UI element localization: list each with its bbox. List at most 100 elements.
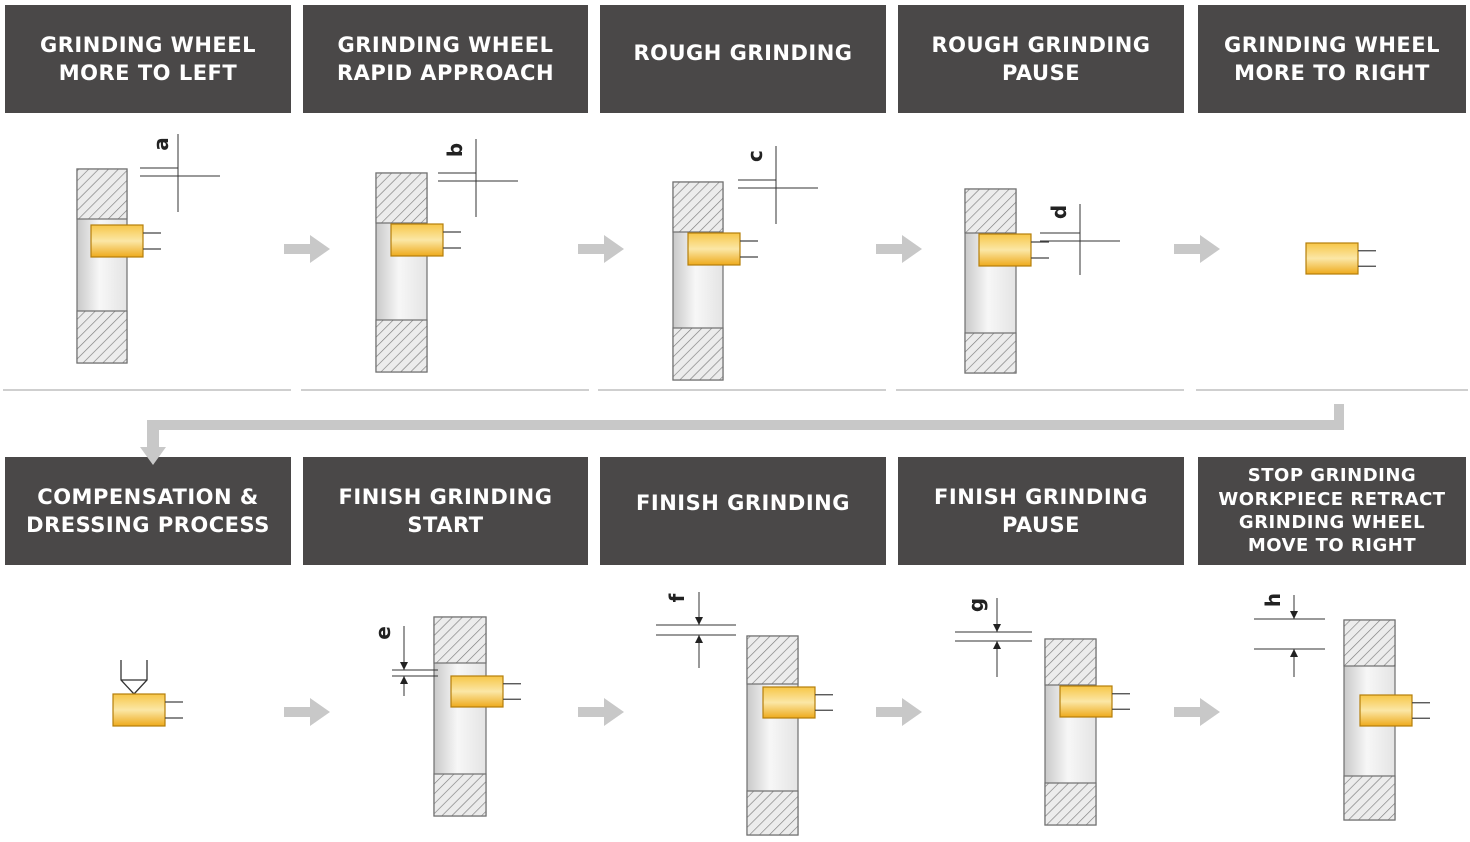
workpiece	[978, 233, 1049, 267]
flow-return-arrow-icon	[140, 404, 1344, 465]
dimension-label: g	[964, 598, 988, 612]
wheel-hatch-top	[375, 172, 428, 224]
wheel-hatch-bottom	[1044, 782, 1097, 826]
wheel-hatch-bottom	[375, 319, 428, 373]
wheel-hatch-bottom	[964, 332, 1017, 374]
step-header-line: RAPID APPROACH	[336, 61, 555, 85]
workpiece	[90, 224, 161, 258]
step-header-line: DRESSING PROCESS	[26, 513, 270, 537]
workpiece	[1059, 685, 1130, 718]
wheel-hatch-bottom	[76, 310, 128, 364]
step-header-line: START	[407, 513, 484, 537]
dimension-label: e	[371, 626, 395, 640]
dimension-label: a	[149, 137, 173, 151]
dimension-label: b	[443, 143, 467, 157]
step-header-5: GRINDING WHEEL MORE TO RIGHT	[1198, 5, 1466, 113]
grinding-wheel	[375, 172, 428, 373]
workpiece-body	[112, 693, 166, 727]
step-header-line: MORE TO RIGHT	[1234, 61, 1430, 85]
workpiece-body	[1305, 242, 1359, 275]
wheel-hatch-bottom	[433, 773, 487, 817]
row-separator	[896, 389, 1184, 391]
wheel-hatch-top	[672, 181, 724, 233]
right-arrow-icon	[876, 235, 922, 263]
right-arrow-icon	[578, 235, 624, 263]
grinding-wheel	[964, 188, 1017, 374]
step-header-line: ROUGH GRINDING	[633, 41, 853, 65]
workpiece	[450, 675, 521, 708]
right-arrow-icon	[578, 698, 624, 726]
dimension-arrowhead	[400, 662, 408, 670]
workpiece-body	[390, 223, 444, 257]
workpiece-body	[450, 675, 504, 708]
step-header-line: FINISH GRINDING	[338, 484, 553, 509]
dimension-arrowhead	[993, 641, 1001, 649]
step-header-1: GRINDING WHEEL MORE TO LEFT	[5, 5, 291, 113]
dimension-label: d	[1047, 205, 1071, 219]
right-arrow-icon	[1174, 698, 1220, 726]
right-arrow-icon	[1174, 235, 1220, 263]
step-header-line: FINISH GRINDING	[934, 484, 1148, 509]
right-arrow-icon	[284, 698, 330, 726]
step-header-line: GRINDING WHEEL	[40, 32, 256, 57]
dimension-arrowhead	[1290, 611, 1298, 619]
grinding-wheel	[1044, 638, 1097, 826]
row-separator	[301, 389, 589, 391]
workpiece	[112, 693, 183, 727]
dimension-label: c	[743, 150, 767, 162]
wheel-hatch-top	[1343, 619, 1396, 667]
right-arrow-icon	[284, 235, 330, 263]
step-header-line: MOVE TO RIGHT	[1247, 535, 1417, 557]
wheel-hatch-bottom	[746, 790, 799, 836]
dimension-label: h	[1261, 593, 1285, 607]
step-header-line: MORE TO LEFT	[58, 61, 238, 85]
grinding-wheel	[746, 635, 799, 836]
dimension-label: f	[665, 593, 689, 602]
workpiece-body	[687, 232, 741, 266]
step-header-line: GRINDING WHEEL	[337, 32, 554, 57]
dimension-arrowhead	[993, 624, 1001, 632]
step-header-line: FINISH GRINDING	[636, 491, 850, 515]
workpiece	[762, 686, 833, 719]
step-header-8: FINISH GRINDING	[600, 457, 886, 565]
step-header-6: COMPENSATION & DRESSING PROCESS	[5, 457, 291, 565]
step-header-3: ROUGH GRINDING	[600, 5, 886, 113]
workpiece	[687, 232, 758, 266]
workpiece	[1305, 242, 1376, 275]
row-separator	[1196, 389, 1468, 391]
step-header-2: GRINDING WHEEL RAPID APPROACH	[303, 5, 588, 113]
row-separator	[598, 389, 886, 391]
workpiece-body	[90, 224, 144, 258]
step-header-line: GRINDING WHEEL	[1238, 512, 1426, 533]
workpiece-body	[1359, 694, 1413, 727]
workpiece-body	[762, 686, 816, 719]
grinding-wheel	[76, 168, 128, 364]
wheel-hatch-top	[433, 616, 487, 664]
step-header-line: WORKPIECE RETRACT	[1218, 488, 1446, 510]
wheel-hatch-top	[1044, 638, 1097, 686]
step-header-4: ROUGH GRINDING PAUSE	[898, 5, 1184, 113]
dressing-tool-icon	[120, 660, 148, 695]
dimension-arrowhead	[695, 617, 703, 625]
step-header-line: PAUSE	[1001, 61, 1081, 85]
step-header-line: ROUGH GRINDING	[931, 32, 1151, 57]
workpiece	[1359, 694, 1430, 727]
workpiece	[390, 223, 461, 257]
workpiece-body	[1059, 685, 1113, 718]
wheel-hatch-top	[746, 635, 799, 685]
wheel-hatch-bottom	[672, 327, 724, 381]
step-header-line: COMPENSATION &	[37, 484, 259, 509]
workpiece-body	[978, 233, 1032, 267]
dimension-arrowhead	[695, 635, 703, 643]
step-header-line: STOP GRINDING	[1247, 465, 1417, 487]
wheel-hatch-bottom	[1343, 775, 1396, 821]
wheel-hatch-top	[76, 168, 128, 220]
row-separator	[3, 389, 291, 391]
wheel-hatch-top	[964, 188, 1017, 234]
step-header-7: FINISH GRINDING START	[303, 457, 588, 565]
step-header-line: GRINDING WHEEL	[1224, 32, 1440, 57]
dimension-arrowhead	[1290, 649, 1298, 657]
